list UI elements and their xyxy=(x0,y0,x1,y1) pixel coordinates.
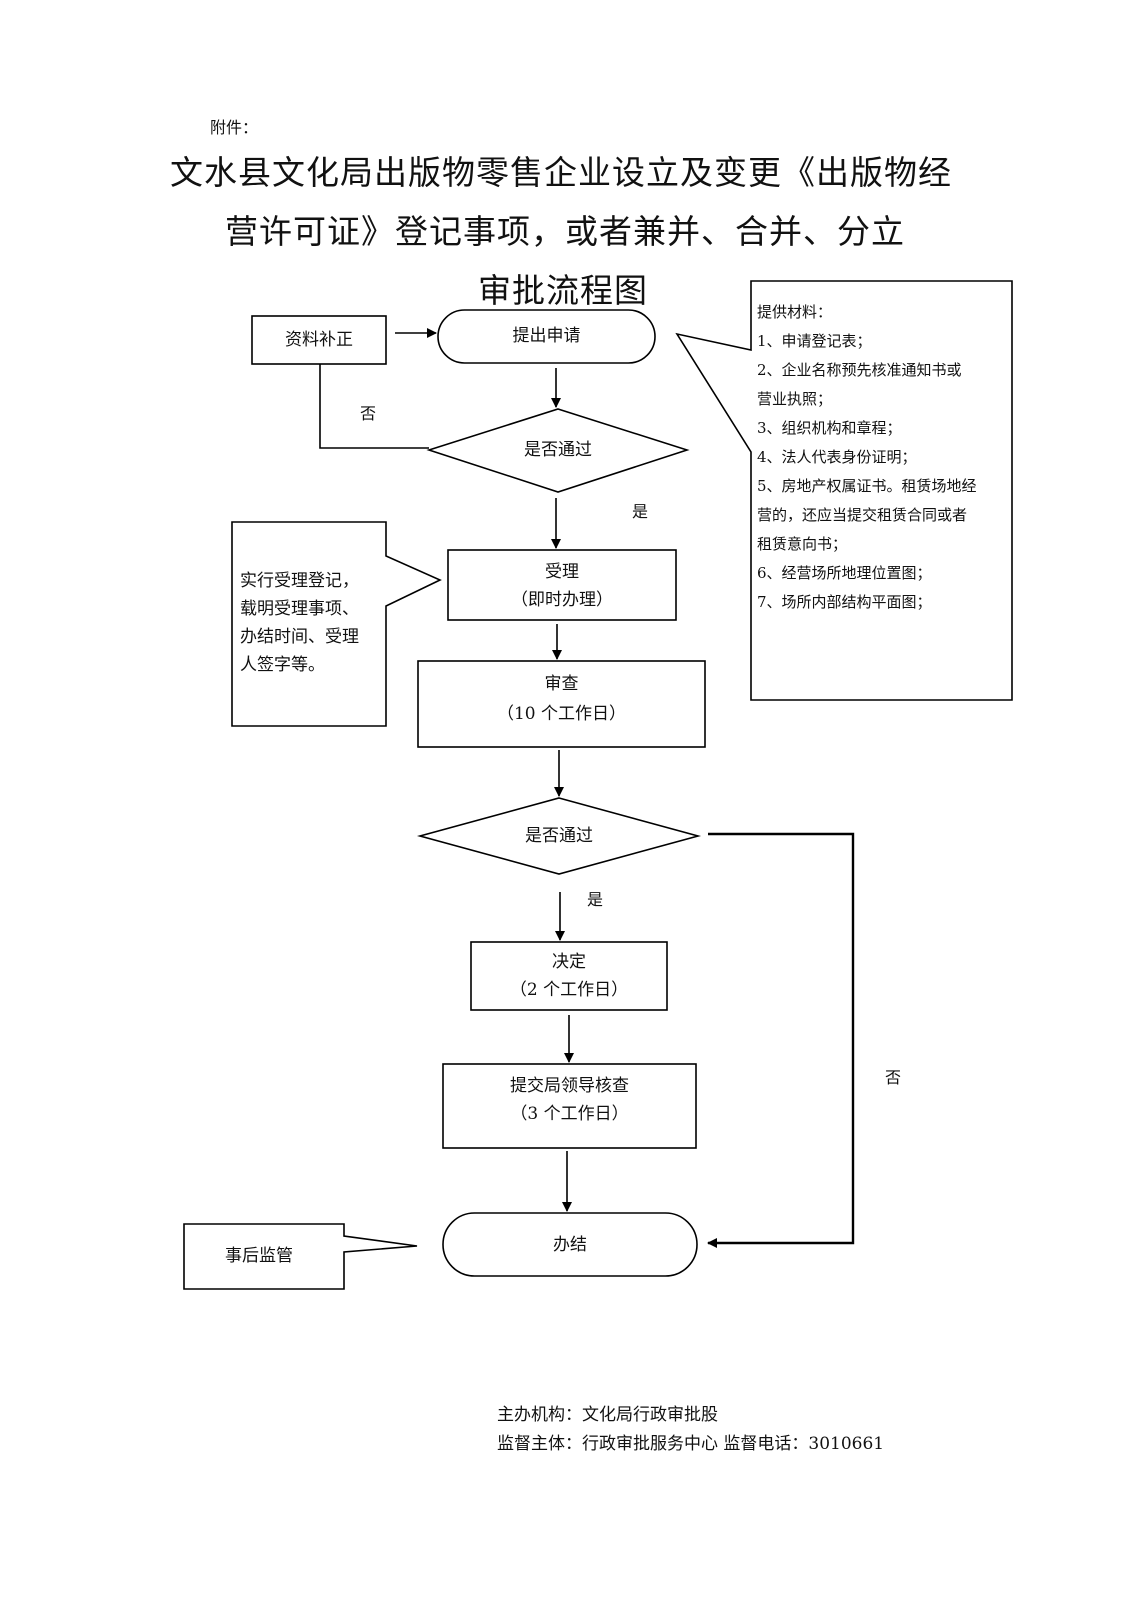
materials-item: 营业执照； xyxy=(757,390,833,408)
accept-title: 受理 xyxy=(545,562,579,582)
no-branch-2 xyxy=(707,832,855,1248)
accept-subtitle: （即时办理） xyxy=(511,590,613,610)
decide-subtitle: （2 个工作日） xyxy=(509,980,629,1000)
materials-item: 7、场所内部结构平面图； xyxy=(757,593,932,611)
review-box xyxy=(417,660,706,748)
materials-item: 6、经营场所地理位置图； xyxy=(757,564,932,582)
check2-label: 是否通过 xyxy=(525,826,593,846)
materials-item: 1、申请登记表； xyxy=(757,332,872,350)
accept-note-line: 载明受理事项、 xyxy=(240,599,359,619)
submit-terminal xyxy=(437,309,656,364)
leader-review-title: 提交局领导核查 xyxy=(510,1076,629,1096)
submit-label: 提出申请 xyxy=(512,326,581,346)
materials-callout xyxy=(675,280,1013,701)
title-line-3: 审批流程图 xyxy=(478,271,648,310)
materials-item: 3、组织机构和章程； xyxy=(757,419,902,437)
materials-item: 4、法人代表身份证明； xyxy=(757,448,917,466)
finish-label: 办结 xyxy=(553,1235,587,1255)
leader-review-box xyxy=(442,1063,697,1149)
check2-diamond xyxy=(416,797,702,875)
no-label-1: 否 xyxy=(360,404,377,423)
review-subtitle: （10 个工作日） xyxy=(496,704,627,724)
check1-diamond xyxy=(426,408,690,493)
supplement-label: 资料补正 xyxy=(285,330,353,350)
no-branch-1 xyxy=(319,364,429,449)
materials-item: 5、房地产权属证书。租赁场地经 xyxy=(757,477,977,495)
supervisor-info: 监督主体：行政审批服务中心 监督电话：3010661 xyxy=(497,1434,885,1454)
accept-box xyxy=(447,549,677,621)
check1-label: 是否通过 xyxy=(524,440,592,460)
yes-label-1: 是 xyxy=(632,502,649,521)
accept-note-line: 人签字等。 xyxy=(240,655,325,675)
organizer-info: 主办机构：文化局行政审批股 xyxy=(497,1405,718,1425)
leader-review-subtitle: （3 个工作日） xyxy=(510,1104,629,1124)
title-line-2: 营许可证》登记事项，或者兼并、合并、分立 xyxy=(225,212,905,251)
materials-heading: 提供材料： xyxy=(757,303,833,321)
supplement-box xyxy=(251,315,387,365)
title-line-1: 文水县文化局出版物零售企业设立及变更《出版物经 xyxy=(170,153,952,192)
finish-terminal xyxy=(442,1212,698,1277)
post-supervision-callout xyxy=(183,1223,418,1290)
no-label-2: 否 xyxy=(885,1068,902,1087)
decide-title: 决定 xyxy=(552,952,586,972)
materials-item: 营的，还应当提交租赁合同或者 xyxy=(757,506,968,524)
materials-item: 2、企业名称预先核准通知书或 xyxy=(757,361,962,379)
accept-note-line: 办结时间、受理 xyxy=(240,627,359,647)
materials-list: 提供材料： 1、申请登记表； 2、企业名称预先核准通知书或 营业执照； 3、组织… xyxy=(757,298,1007,617)
accept-note-callout xyxy=(231,521,442,727)
accept-note-line: 实行受理登记， xyxy=(240,571,359,591)
decide-box xyxy=(470,941,668,1011)
attachment-label: 附件： xyxy=(210,118,259,137)
post-supervision-label: 事后监管 xyxy=(225,1246,293,1266)
yes-label-2: 是 xyxy=(587,890,604,909)
materials-item: 租赁意向书； xyxy=(757,535,848,553)
review-title: 审查 xyxy=(544,674,579,694)
accept-note: 实行受理登记， 载明受理事项、 办结时间、受理 人签字等。 xyxy=(240,567,359,679)
